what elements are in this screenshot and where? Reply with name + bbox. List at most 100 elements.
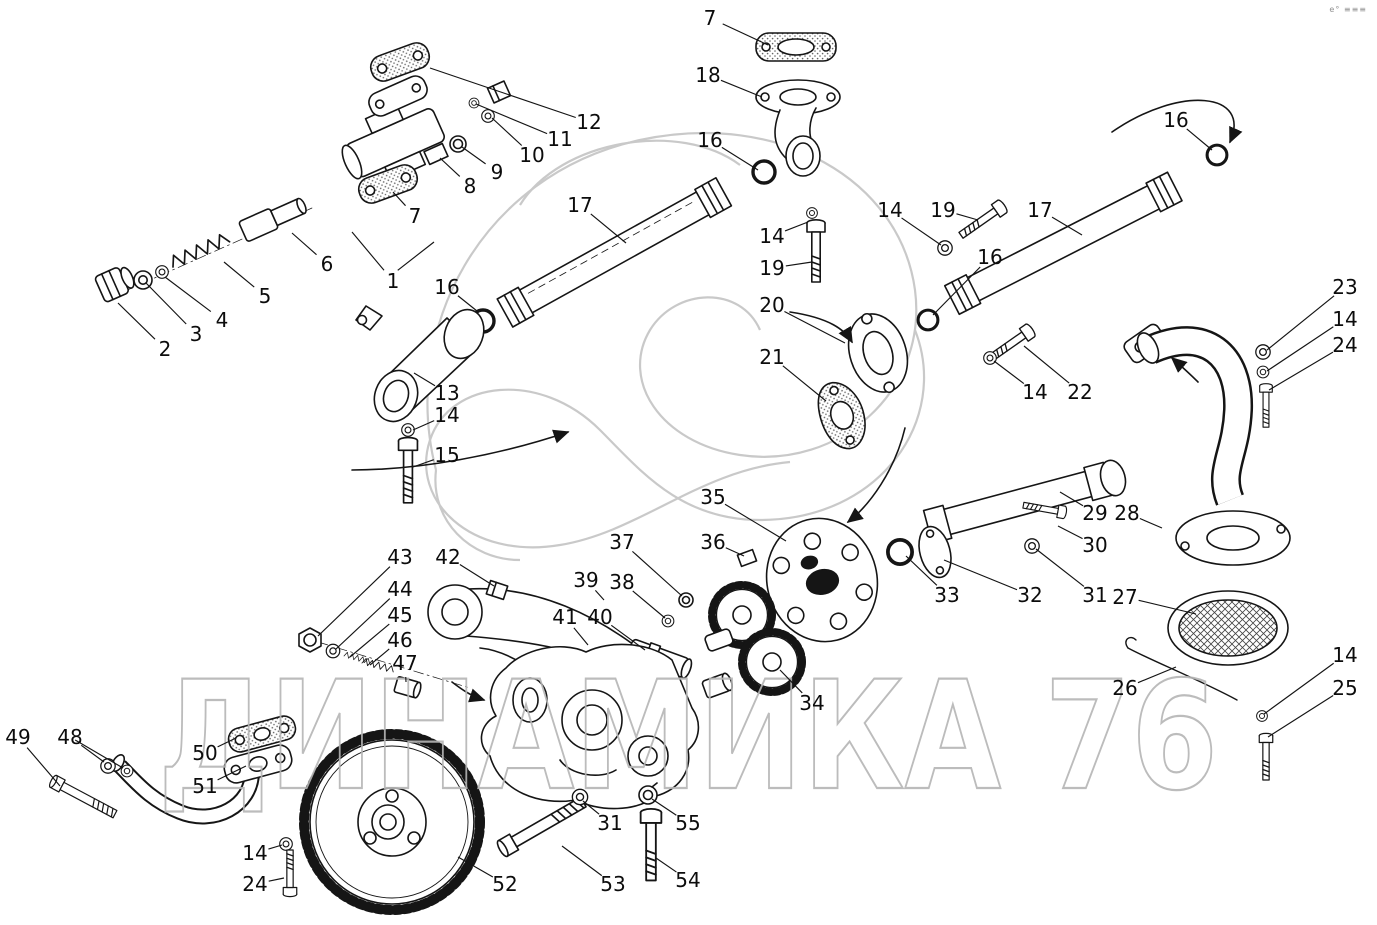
leader-line [223,261,255,288]
nut-43 [298,627,322,653]
leader-line [26,747,61,787]
pump-housing [480,643,700,810]
relief-valve-plug [94,266,135,303]
bolt-24 [1259,383,1273,428]
leader-line [779,669,803,694]
leader-line [268,877,285,882]
leader-line [1139,517,1163,529]
flange-51 [223,744,293,784]
leader-line [413,372,436,387]
retainer-wire [1125,636,1238,701]
leader-line [439,157,461,177]
leader-line [1266,295,1335,351]
leader-line [721,146,759,171]
leader-line [392,191,406,207]
pump-cover [765,517,879,643]
leader-line [632,550,683,597]
leader-line [317,566,391,637]
valve-plunger [238,197,307,242]
leader-line [217,737,237,748]
front-oil-tube [496,177,733,328]
leader-line [74,739,124,769]
leader-line [943,559,1018,591]
leader-line [1023,345,1070,384]
leader-line [1186,128,1213,151]
gasket-7 [357,164,419,204]
leader-line [784,221,809,232]
pin-47 [393,675,422,699]
washer-31 [1024,538,1040,554]
tube-joint [1099,459,1127,497]
o-ring-16 [751,159,777,185]
washer-14 [983,351,997,365]
leader-line [722,23,769,46]
valve-spring [167,231,232,270]
leader-line [475,103,548,135]
plug-42 [485,579,509,601]
leader-line [1267,695,1334,738]
leader-line [1059,491,1084,507]
leader-line [901,217,942,246]
washer-4 [155,265,169,279]
leader-line [461,146,486,165]
leader-line [457,856,494,878]
washer-14 [1256,365,1270,379]
assembly-arrows [351,311,1199,703]
leader-line [80,744,105,763]
washer-14 [937,240,953,256]
plug-37 [678,592,694,608]
leader-line [785,261,813,267]
driven-gear [299,729,485,915]
leader-line [993,360,1025,385]
leader-line [117,302,156,340]
leader-line [782,365,827,402]
leader-line [1138,599,1197,615]
leader-line [291,232,317,256]
leader-line [335,598,391,650]
outlet-elbow [755,79,841,177]
gasket-21 [817,381,866,450]
leader-line [1263,662,1335,715]
leader-line [725,547,745,557]
leader-line [651,798,677,816]
o-ring-33 [886,538,914,566]
leader-line [429,67,576,119]
delivery-tube [922,461,1113,545]
curve-arrow [1111,99,1243,144]
leader-line [590,213,627,244]
gasket-50 [227,715,297,753]
suction-pipe [1123,323,1291,566]
bolt-15 [397,436,419,504]
logo-swirl [425,131,926,562]
leader-line [594,590,605,601]
leader-line [491,117,523,146]
leader-line [217,765,247,781]
washer-14 [279,837,293,851]
leader-line [720,79,763,98]
rear-oil-tube [943,171,1183,316]
inlet-elbow [355,305,485,423]
artwork [47,32,1291,915]
leader-line [397,241,435,271]
leader-line [632,590,666,619]
leader-line [561,845,603,877]
leader-line [905,555,938,586]
bolt-19 [806,219,826,283]
leader-line [1057,525,1083,540]
leader-line [655,857,677,873]
leader-line [457,295,478,312]
leader-line [1137,666,1177,684]
leader-lines [26,23,1335,882]
leader-line [932,266,981,316]
fitting-8 [423,142,449,166]
leader-line [1268,351,1334,391]
stud-19 [955,198,1010,243]
leader-line [1051,216,1083,236]
strainer-screen [1167,590,1289,666]
roller [701,672,733,699]
leader-line [145,282,187,325]
washer-14 [401,423,415,437]
leader-line [412,459,434,468]
